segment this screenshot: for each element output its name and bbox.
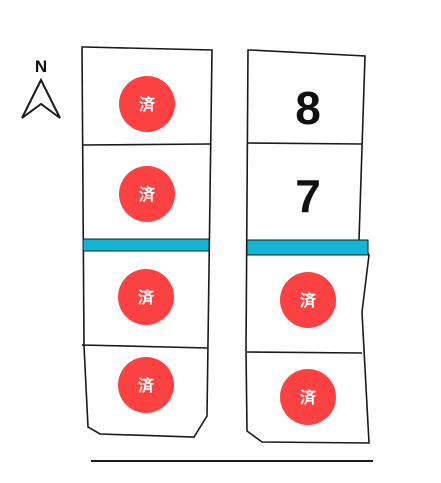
sold-badge-text: 済 — [300, 291, 317, 310]
sold-badge — [119, 166, 175, 222]
lot-right-4: 済 — [280, 369, 336, 425]
sold-badge — [118, 357, 174, 413]
channel-left — [82, 238, 210, 252]
lot-left-1: 済 — [119, 76, 175, 132]
lot-right-7: 7 — [295, 170, 321, 222]
lot-left-4: 済 — [118, 357, 174, 413]
sold-badge — [280, 369, 336, 425]
left-block — [81, 46, 213, 438]
sold-badge — [280, 272, 336, 328]
compass-north-label: N — [35, 57, 47, 76]
sold-badge-text: 済 — [300, 388, 317, 407]
sold-badge-text: 済 — [139, 95, 156, 114]
sold-badge-text: 済 — [138, 288, 155, 307]
north-arrow-icon — [21, 77, 61, 119]
channel-right — [246, 239, 369, 256]
compass: N — [21, 57, 61, 119]
lot-right-8: 8 — [295, 82, 321, 134]
lot-left-3: 済 — [118, 269, 174, 325]
lot-number: 7 — [295, 170, 321, 222]
sold-badge — [119, 76, 175, 132]
lot-number: 8 — [295, 82, 321, 134]
sold-badge-text: 済 — [139, 185, 156, 204]
sold-badge-text: 済 — [138, 376, 155, 395]
lot-right-3: 済 — [280, 272, 336, 328]
lot-left-2: 済 — [119, 166, 175, 222]
sold-badge — [118, 269, 174, 325]
